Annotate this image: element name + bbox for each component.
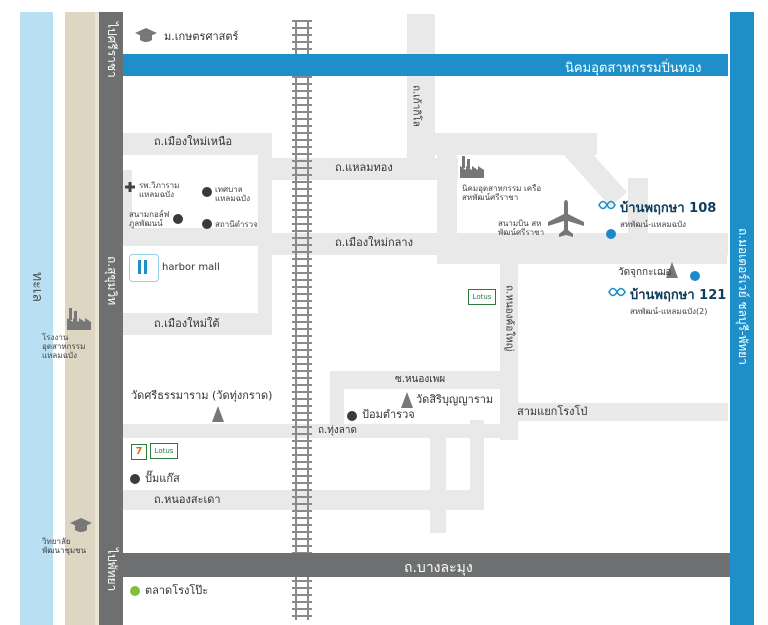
- factory-icon: [67, 308, 91, 330]
- label-harbor-mall: harbor mall: [162, 262, 220, 273]
- lotus-logo-1: Lotus: [468, 289, 496, 305]
- label-motorway: ถ.มอเตอร์เวย์ ชลบุรี-พัทยา: [736, 228, 750, 365]
- road-bang-samung: [122, 553, 730, 577]
- project-108-marker: [606, 229, 616, 239]
- harbor-mall-logo: [129, 254, 159, 282]
- project-121-sub: สหพัฒน์-แหลมฉบัง(2): [630, 307, 708, 316]
- road-airfield-left: [437, 145, 457, 260]
- graduation-cap-icon: [135, 28, 157, 42]
- label-hospital: รพ.วิภาราม แหลมฉบัง: [139, 181, 180, 200]
- label-bang-samung: ถ.บางละมุง: [404, 560, 473, 576]
- road-sukhumvit: [99, 12, 123, 625]
- project-108: บ้านพฤกษา 108 สหพัฒน์-แหลมฉบัง: [598, 197, 716, 231]
- road-sam-yaek: [500, 403, 728, 421]
- road-small-horizontal: [122, 228, 262, 246]
- municipal-marker: [202, 187, 212, 197]
- project-121: บ้านพฤกษา 121 สหพัฒน์-แหลมฉบัง(2): [608, 284, 726, 318]
- road-muang-mai-tai: [122, 313, 272, 335]
- label-gas: ปั๊มแก๊ส: [145, 472, 180, 485]
- label-wat-chuk: วัดจุกกะเฌอ: [618, 267, 672, 278]
- label-pai-sriracha: ไปศรีราชา: [105, 22, 119, 78]
- label-muang-mai-klang: ถ.เมืองใหม่กลาง: [335, 236, 413, 249]
- sea-label: ทะเล: [29, 272, 45, 303]
- leaf-logo-icon: [598, 200, 616, 210]
- temple-icon: [401, 392, 413, 408]
- label-nikhom-pinthong: นิคมอุตสาหกรรมปิ่นทอง: [565, 61, 702, 76]
- label-muang-mai-nuea: ถ.เมืองใหม่เหนือ: [154, 135, 233, 148]
- road-small-left-block: [122, 170, 132, 230]
- road-hung-lat: [122, 424, 502, 438]
- road-nong-kho-yai: [500, 255, 518, 440]
- label-hung-lat: ถ.ทุ่งลาด: [318, 425, 357, 436]
- label-golf: สนามกอล์ฟ ภูลพัฒนน์: [129, 210, 170, 229]
- leaf-logo-icon: [608, 287, 626, 297]
- label-municipal: เทศบาล แหลมฉบัง: [215, 185, 251, 204]
- road-lower-vertical-b: [470, 420, 484, 510]
- graduation-cap-icon: [70, 518, 92, 532]
- sea-area: [20, 12, 53, 625]
- hospital-cross-icon: [125, 182, 135, 192]
- label-kaset: ม.เกษตรศาสตร์: [164, 30, 239, 43]
- lotus-logo-2: Lotus: [150, 443, 178, 459]
- road-upper-horizontal: [407, 133, 587, 155]
- road-under-klang: [437, 248, 727, 264]
- project-108-name: บ้านพฤกษา 108: [620, 201, 717, 216]
- label-nong-kho-yai: ถ.หนองค้อใหญ่: [503, 285, 515, 352]
- golf-marker: [173, 214, 183, 224]
- beach-edge: [95, 12, 99, 625]
- road-right-vertical: [628, 178, 648, 248]
- project-108-sub: สหพัฒน์-แหลมฉบัง: [620, 220, 687, 229]
- label-market: ตลาดโรงโป๊ะ: [145, 584, 209, 597]
- road-nikhom-pinthong: [122, 54, 728, 76]
- label-college: วิทยาลัย พัฒนาชุมชน: [42, 537, 87, 556]
- airplane-icon: [548, 200, 584, 237]
- label-laem-thong: ถ.แหลมทอง: [335, 161, 393, 174]
- label-sukhumvit: ถ.สุขุมวิท: [105, 256, 119, 306]
- factory-icon: [460, 156, 484, 178]
- label-muang-mai-tai: ถ.เมืองใหม่ใต้: [154, 317, 220, 330]
- police-box-marker: [347, 411, 357, 421]
- label-soi-nong-phai: ซ.หนองเพผ: [395, 374, 446, 385]
- market-marker: [130, 586, 140, 596]
- label-pai-pattaya: ไปพัทยา: [105, 548, 119, 592]
- label-ko-kloi: ถ.เก้ากิโล: [410, 85, 422, 127]
- road-soi-left-vertical: [330, 371, 344, 431]
- railway: [292, 20, 312, 620]
- label-industrial-estate: นิคมอุตสาหกรรม เครือสหพัฒน์ศรีราชา: [462, 184, 542, 203]
- road-motorway: [730, 12, 754, 625]
- police-station-marker: [202, 219, 212, 229]
- project-121-name: บ้านพฤกษา 121: [630, 288, 727, 303]
- seven-eleven-logo: 7: [131, 444, 147, 460]
- label-sam-yaek: สามแยกโรงโป่: [517, 405, 588, 418]
- label-airfield: สนามบิน สหพัฒน์ศรีราชา: [498, 219, 545, 238]
- temple-icon: [666, 262, 678, 278]
- temple-icon: [212, 406, 224, 422]
- label-police-box: ป้อมตำรวจ: [362, 408, 415, 421]
- project-121-marker: [690, 271, 700, 281]
- label-police-station: สถานีตำรวจ: [215, 220, 258, 229]
- label-factory: โรงงาน อุตสาหกรรม แหลมฉบัง: [42, 333, 86, 361]
- road-lower-vertical-a: [430, 430, 446, 533]
- road-muang-mai-nuea: [122, 133, 272, 155]
- label-nong-sakae: ถ.หนองสะเดา: [154, 493, 221, 506]
- label-wat-sri: วัดศรีธรรมาราม (วัดทุ่งกราด): [131, 389, 273, 402]
- road-soi-nong-phai: [330, 371, 500, 389]
- label-wat-sri-bun: วัดสิริบุญญาราม: [416, 393, 494, 406]
- gas-marker: [130, 474, 140, 484]
